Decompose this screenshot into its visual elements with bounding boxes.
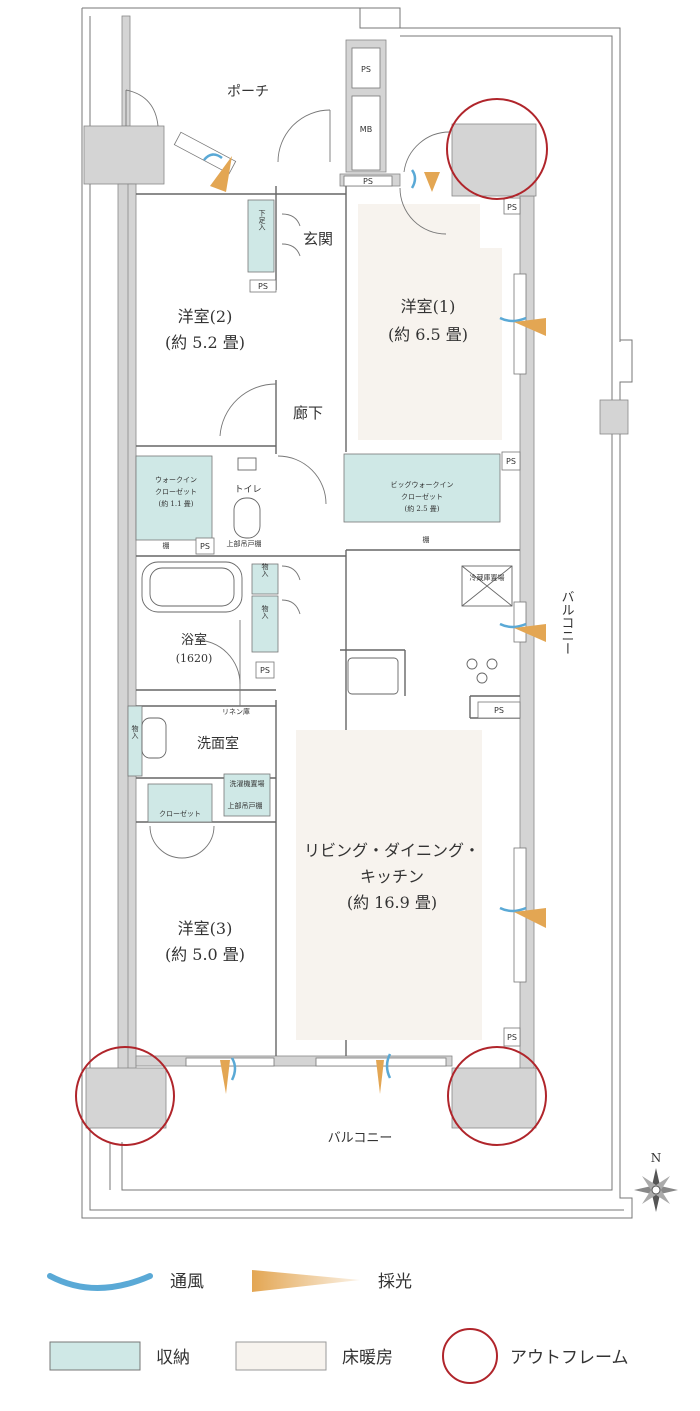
lighting-legend-label: 採光 [378,1272,412,1292]
washroom-storage: 物入 [131,724,139,739]
ps-label: PS [363,177,373,186]
bath-name: 浴室 [181,632,207,648]
outframe-legend-label: アウトフレーム [510,1348,629,1368]
lighting-mark [210,156,546,1094]
sanitary-fixtures [141,457,261,759]
ldk-label-1: リビング・ダイニング・ [304,841,480,860]
ventilation-mark [203,153,527,1081]
big-walkin-label-1: ビッグウォークイン [391,480,454,489]
big-walkin-label-3: (約 2.5 畳) [404,504,439,513]
mb-label: MB [360,125,372,134]
kitchen-fixtures [347,565,513,695]
fridge-label: 冷蔵庫置場 [470,573,505,582]
ventilation-legend-label: 通風 [170,1272,204,1292]
ps-label: PS [506,457,516,466]
room3-size: (約 5.0 畳) [165,945,245,964]
room3-name: 洋室(3) [178,919,233,938]
walkin-label-3: (約 1.1 畳) [158,499,193,508]
ps-label: PS [494,706,504,715]
compass-icon [634,1168,678,1212]
closet-label: クローゼット [159,809,201,818]
floor-heating-legend-label: 床暖房 [342,1348,393,1368]
walkin-label-1: ウォークイン [155,476,197,484]
floor-heating-legend-swatch [235,1341,327,1371]
floor-heating-areas [296,204,502,1040]
big-walkin-shelf: 棚 [423,535,430,544]
entrance-label: 玄関 [303,230,333,248]
hallway-label: 廊下 [293,404,323,422]
ldk-label-2: キッチン [360,867,424,886]
room2-name: 洋室(2) [178,307,233,326]
ps-label: PS [361,65,371,74]
room1-name: 洋室(1) [401,297,456,316]
ps-label: PS [507,1033,517,1042]
ps-label: PS [258,282,268,291]
porch-label: ポーチ [227,84,269,100]
washer-cabinet: 上部吊戸棚 [228,801,263,810]
door-swings [125,89,451,859]
storage-areas [127,199,501,823]
toilet-label: トイレ [234,485,261,495]
linen-label: リネン庫 [222,707,250,716]
washer-label: 洗濯機置場 [230,779,265,788]
bath-size: (1620) [176,652,213,665]
lighting-legend-icon [252,1270,360,1292]
balcony-side-label: バルコニー [559,590,575,655]
ps-boxes [195,47,521,1047]
storage-legend-label: 収納 [156,1348,190,1368]
ps-label: PS [507,203,517,212]
storage-label-1: 物入 [261,562,269,577]
vent-light-indicators [203,153,546,1094]
ps-label: PS [200,542,210,551]
balcony-bottom-label: バルコニー [328,1131,393,1146]
outframe-legend-icon [442,1328,498,1384]
walkin-shelf: 棚 [163,541,170,550]
balcony-outline [81,7,633,1219]
outframe-markers [75,98,548,1146]
north-label: N [651,1151,662,1165]
storage-label-2: 物入 [261,604,269,619]
ps-label: PS [260,666,270,675]
room2-size: (約 5.2 畳) [165,333,245,352]
big-walkin-label-2: クローゼット [401,492,443,501]
washroom-label: 洗面室 [197,735,239,752]
toilet-cabinet: 上部吊戸棚 [227,539,262,548]
legend: 通風 採光 収納 床暖房 アウトフレーム [47,1270,629,1384]
ventilation-legend-icon [47,1273,153,1291]
ldk-label-3: (約 16.9 畳) [347,893,437,912]
storage-legend-swatch [49,1341,141,1371]
walkin-label-2: クローゼット [155,487,197,496]
room1-size: (約 6.5 畳) [388,325,468,344]
shoe-box-label: 下足入 [258,210,266,231]
